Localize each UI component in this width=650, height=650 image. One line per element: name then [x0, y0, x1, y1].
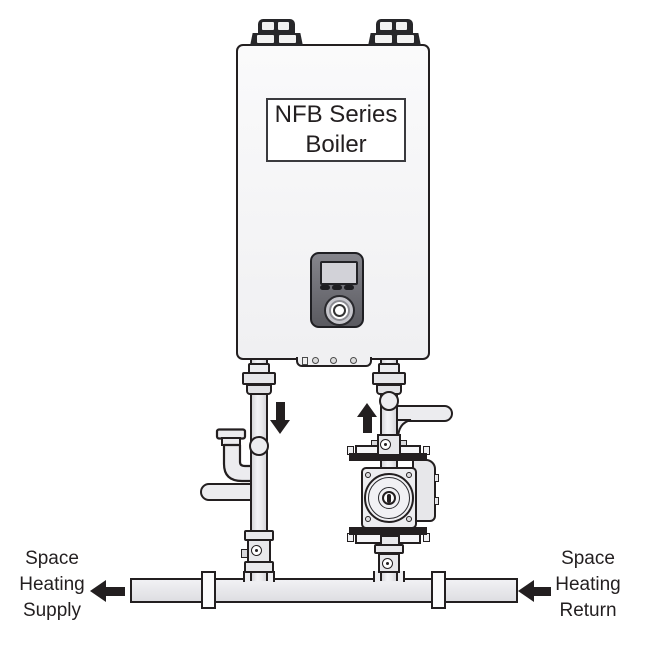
boiler-name-plate: NFB Series Boiler — [266, 98, 406, 162]
control-dial-center — [333, 304, 346, 317]
supply-union-taper — [246, 384, 272, 395]
boiler-label-line2: Boiler — [305, 131, 367, 158]
control-button-row — [319, 285, 355, 290]
supply-flow-down-arrow-icon — [276, 402, 285, 421]
return-isolation-valve-lower — [378, 553, 400, 573]
pump-bolt — [365, 472, 371, 478]
vent-slot — [279, 35, 296, 43]
control-dial-ring — [329, 300, 350, 321]
return-flow-up-arrow-icon — [363, 416, 372, 433]
valve-screw — [382, 558, 393, 569]
supply-shutoff-valve — [247, 539, 271, 563]
pump-motor-tab — [434, 474, 439, 482]
valve-screw — [251, 545, 262, 556]
supply-label: Space Heating Supply — [4, 546, 100, 624]
flue-vent-right-cap-icon — [376, 19, 413, 34]
vent-slot — [380, 22, 392, 30]
control-button — [332, 285, 342, 290]
supply-riser-pipe — [250, 356, 268, 581]
pipe-coupling-left — [201, 571, 216, 609]
pump-shaft-slot — [387, 493, 391, 503]
vent-slot — [262, 22, 274, 30]
vent-slot — [396, 22, 407, 30]
return-direction-arrow-icon — [533, 587, 551, 596]
pump-bolt — [406, 516, 412, 522]
return-label-line1: Space — [561, 548, 615, 569]
return-direction-arrowhead-icon — [518, 580, 534, 602]
flue-vent-left-collar — [250, 33, 303, 46]
return-label: Space Heating Return — [540, 546, 636, 624]
connection-stub — [312, 357, 319, 364]
return-flow-up-arrowhead-icon — [357, 403, 377, 417]
vent-slot — [278, 22, 289, 30]
pump-shaft-hub — [382, 491, 396, 505]
pump-top-flange-gasket — [349, 453, 427, 461]
vent-slot — [257, 35, 274, 43]
valve-screw-dot — [255, 549, 258, 552]
pump-motor-tab — [434, 497, 439, 505]
pump-bottom-flange-gasket — [349, 527, 427, 535]
supply-direction-arrow-icon — [105, 587, 125, 596]
main-heating-pipe — [130, 578, 518, 603]
connection-stub — [330, 357, 337, 364]
flue-vent-right-collar — [368, 33, 421, 46]
supply-label-line1: Space — [25, 548, 79, 569]
vent-slot — [397, 35, 414, 43]
boiler-control-panel — [310, 252, 364, 328]
supply-air-vent-fitting — [249, 436, 269, 456]
return-ball-fitting — [379, 391, 399, 411]
control-dial-knob — [324, 295, 355, 326]
valve-screw — [380, 439, 391, 450]
pump-face-ring — [378, 487, 400, 509]
control-button — [344, 285, 354, 290]
return-valve-stem — [380, 535, 400, 546]
return-label-line3: Return — [559, 600, 617, 621]
supply-label-line2: Heating — [19, 574, 85, 595]
flue-vent-left-cap-icon — [258, 19, 295, 34]
boiler-bottom-panel — [296, 357, 372, 367]
pump-bolt — [365, 516, 371, 522]
supply-direction-arrowhead-icon — [90, 580, 106, 602]
supply-flow-down-arrowhead-icon — [270, 420, 290, 434]
control-display-screen — [320, 261, 358, 285]
pipe-coupling-right — [431, 571, 446, 609]
supply-label-line3: Supply — [22, 600, 82, 621]
control-button — [320, 285, 330, 290]
boiler-label-line1: NFB Series — [274, 101, 398, 128]
vent-slot — [375, 35, 392, 43]
pump-face-ring — [368, 477, 410, 519]
pump-bolt — [406, 472, 412, 478]
drain-stub-pipe — [200, 483, 254, 501]
connection-stub — [302, 357, 308, 365]
return-label-line2: Heating — [555, 574, 621, 595]
valve-screw-dot — [386, 562, 389, 565]
valve-screw-dot — [384, 443, 387, 446]
connection-stub — [350, 357, 357, 364]
return-isolation-valve-upper — [377, 434, 401, 456]
